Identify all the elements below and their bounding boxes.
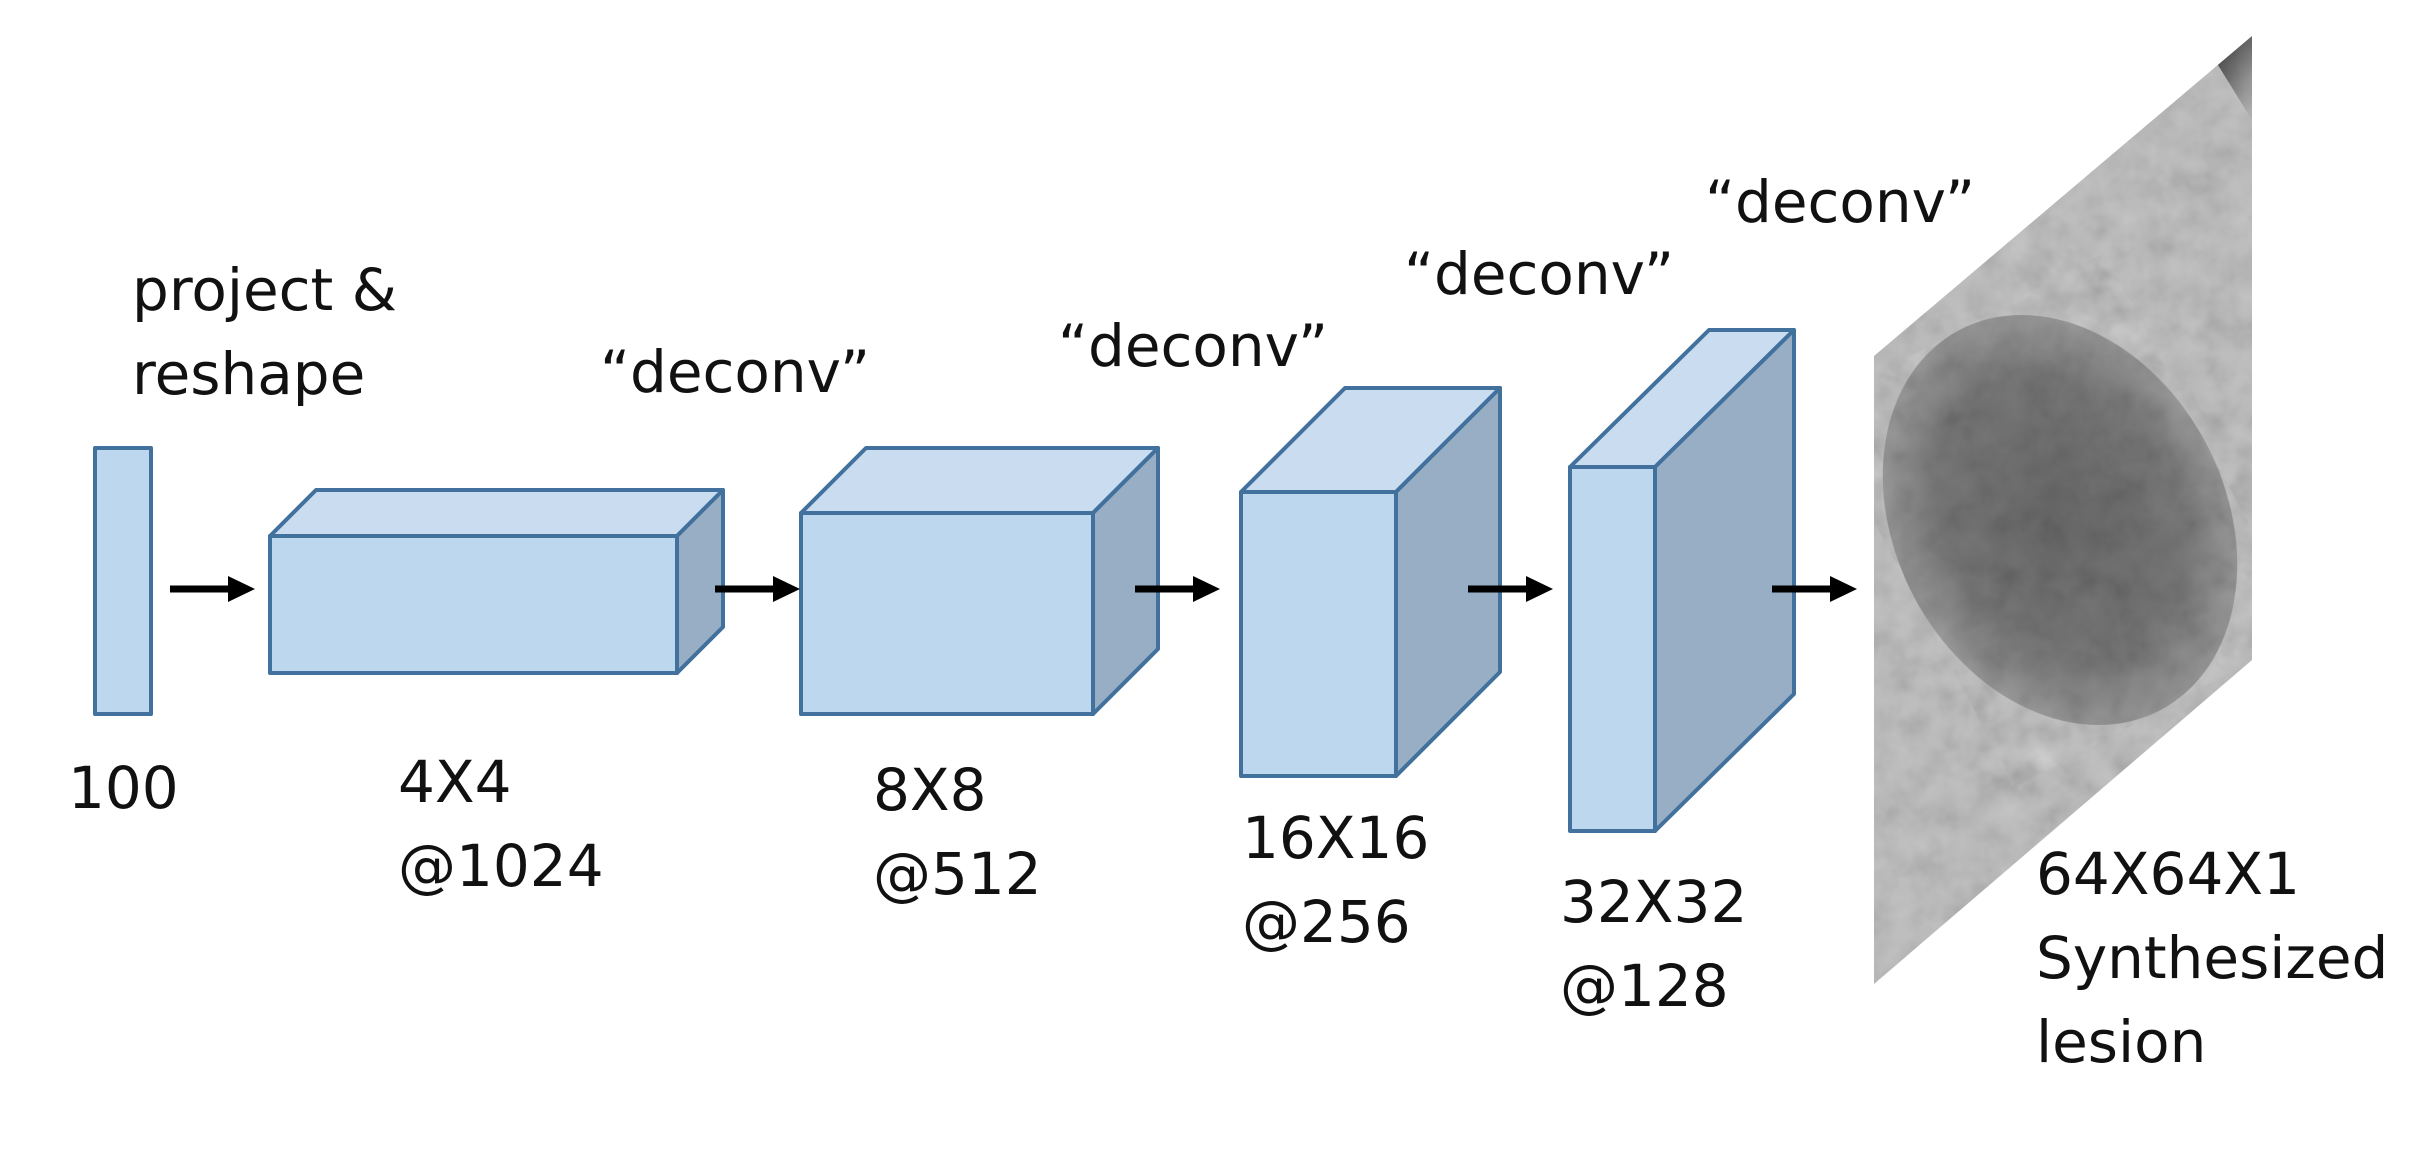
layer-channels-8x8: @512 bbox=[873, 840, 1042, 908]
arrow-16x16-to-32x32 bbox=[1468, 576, 1553, 602]
layer-channels-16x16: @256 bbox=[1242, 888, 1411, 956]
arrow-32x32-to-output bbox=[1772, 576, 1857, 602]
layer-op-label-3: “deconv” bbox=[1404, 240, 1675, 308]
layer-block-4x4 bbox=[268, 488, 725, 675]
layer-dims-32x32: 32X32 bbox=[1560, 868, 1748, 936]
output-caption-line2: lesion bbox=[2036, 1008, 2207, 1076]
layer-op-label-4: “deconv” bbox=[1705, 168, 1976, 236]
layer-dims-8x8: 8X8 bbox=[873, 756, 987, 824]
input-op-label-line2: reshape bbox=[132, 340, 366, 408]
input-op-label-line1: project & bbox=[132, 256, 397, 324]
layer-channels-4x4: @1024 bbox=[398, 832, 604, 900]
input-size-label: 100 bbox=[68, 754, 179, 822]
output-label: 64X64X1 Synthesized lesion bbox=[2036, 832, 2388, 1084]
layer-label-32x32: 32X32 @128 bbox=[1560, 860, 1747, 1028]
output-dims: 64X64X1 bbox=[2036, 840, 2300, 908]
layer-block-8x8 bbox=[799, 446, 1160, 716]
layer-block-16x16 bbox=[1239, 386, 1502, 778]
layer-block-32x32 bbox=[1568, 328, 1796, 833]
arrow-input-to-4x4 bbox=[170, 576, 255, 602]
layer-channels-32x32: @128 bbox=[1560, 952, 1729, 1020]
layer-dims-4x4: 4X4 bbox=[398, 748, 512, 816]
output-caption-line1: Synthesized bbox=[2036, 924, 2389, 992]
arrow-4x4-to-8x8 bbox=[715, 576, 800, 602]
layer-label-8x8: 8X8 @512 bbox=[873, 748, 1042, 916]
input-vector-block bbox=[93, 446, 153, 716]
input-op-label: project & reshape bbox=[132, 248, 397, 416]
layer-dims-16x16: 16X16 bbox=[1242, 804, 1430, 872]
layer-op-label-1: “deconv” bbox=[600, 338, 871, 406]
layer-op-label-2: “deconv” bbox=[1058, 312, 1329, 380]
layer-label-16x16: 16X16 @256 bbox=[1242, 796, 1429, 964]
layer-label-4x4: 4X4 @1024 bbox=[398, 740, 604, 908]
arrow-8x8-to-16x16 bbox=[1135, 576, 1220, 602]
